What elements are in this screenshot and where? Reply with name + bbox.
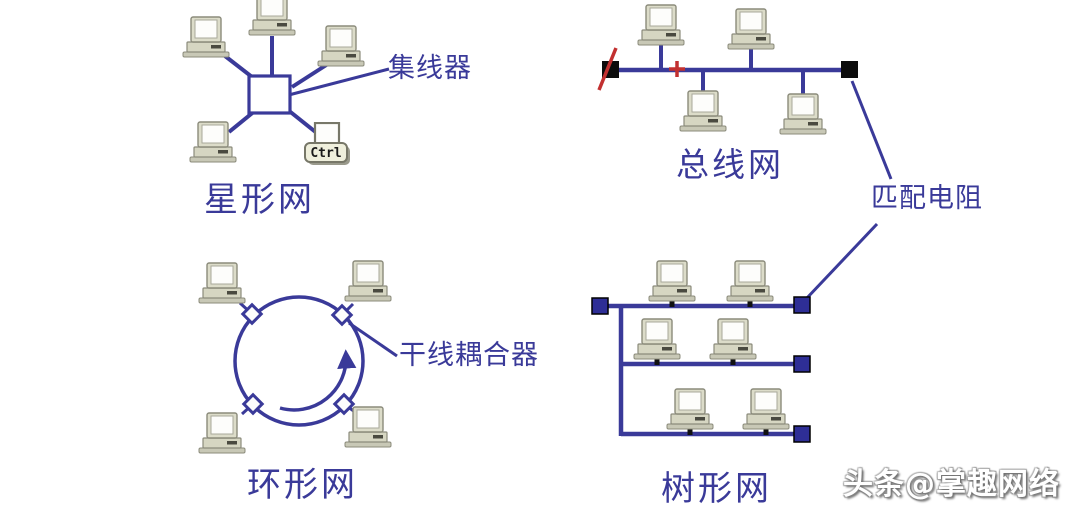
computer-icon [344, 406, 392, 448]
resistor-leader-line-bottom [804, 222, 879, 301]
star-network-group: Ctrl [182, 0, 390, 166]
computer-icon [198, 262, 246, 304]
star-link-ctrl [286, 108, 320, 136]
computer-icon [648, 260, 696, 302]
ring-caption: 环形网 [247, 465, 358, 505]
ring-circle [233, 295, 365, 427]
ring-network-group [198, 260, 398, 454]
computer-icon [189, 121, 237, 163]
hub-square-icon [247, 74, 292, 115]
hub-label: 集线器 [388, 53, 472, 84]
coupler-diamond-icon [241, 392, 265, 416]
computer-icon [742, 388, 790, 430]
tree-node-square-icon [793, 355, 811, 373]
matching-resistor-label: 匹配电阻 [871, 183, 983, 214]
computer-icon [637, 4, 685, 46]
direction-arrow-icon [279, 349, 357, 412]
computer-icon [198, 412, 246, 454]
coupler-diamond-icon [330, 303, 354, 327]
coupler-diamond-icon [240, 302, 264, 326]
computer-icon [709, 318, 757, 360]
computer-icon [182, 16, 230, 58]
computer-icon [779, 93, 827, 135]
tree-node-square-icon [793, 425, 811, 443]
tree-node-square-icon [591, 297, 609, 315]
computer-icon [248, 0, 296, 36]
resistor-leader-line-top [850, 80, 893, 180]
bus-caption: 总线网 [676, 145, 784, 184]
coupler-label-leader-line [348, 321, 398, 358]
tree-caption: 树形网 [661, 469, 772, 508]
coupler-diamond-icon [332, 392, 356, 416]
computer-icon [726, 260, 774, 302]
computer-icon [666, 388, 714, 430]
bus-network-group [597, 4, 893, 301]
watermark: 头条@掌趣网络 [843, 467, 1060, 502]
red-slash-icon [597, 47, 618, 91]
star-caption: 星形网 [204, 180, 315, 220]
ctrl-terminal-label: Ctrl [310, 146, 341, 161]
hub-label-leader-line [280, 67, 390, 99]
computer-icon [344, 260, 392, 302]
computer-icon [679, 90, 727, 132]
tree-network-group [591, 260, 811, 443]
computer-icon [317, 25, 365, 67]
computer-icon [633, 318, 681, 360]
trunk-coupler-label: 干线耦合器 [399, 340, 539, 371]
tree-node-square-icon [793, 296, 811, 314]
computer-icon [727, 8, 775, 50]
terminator-square-icon [841, 61, 858, 78]
